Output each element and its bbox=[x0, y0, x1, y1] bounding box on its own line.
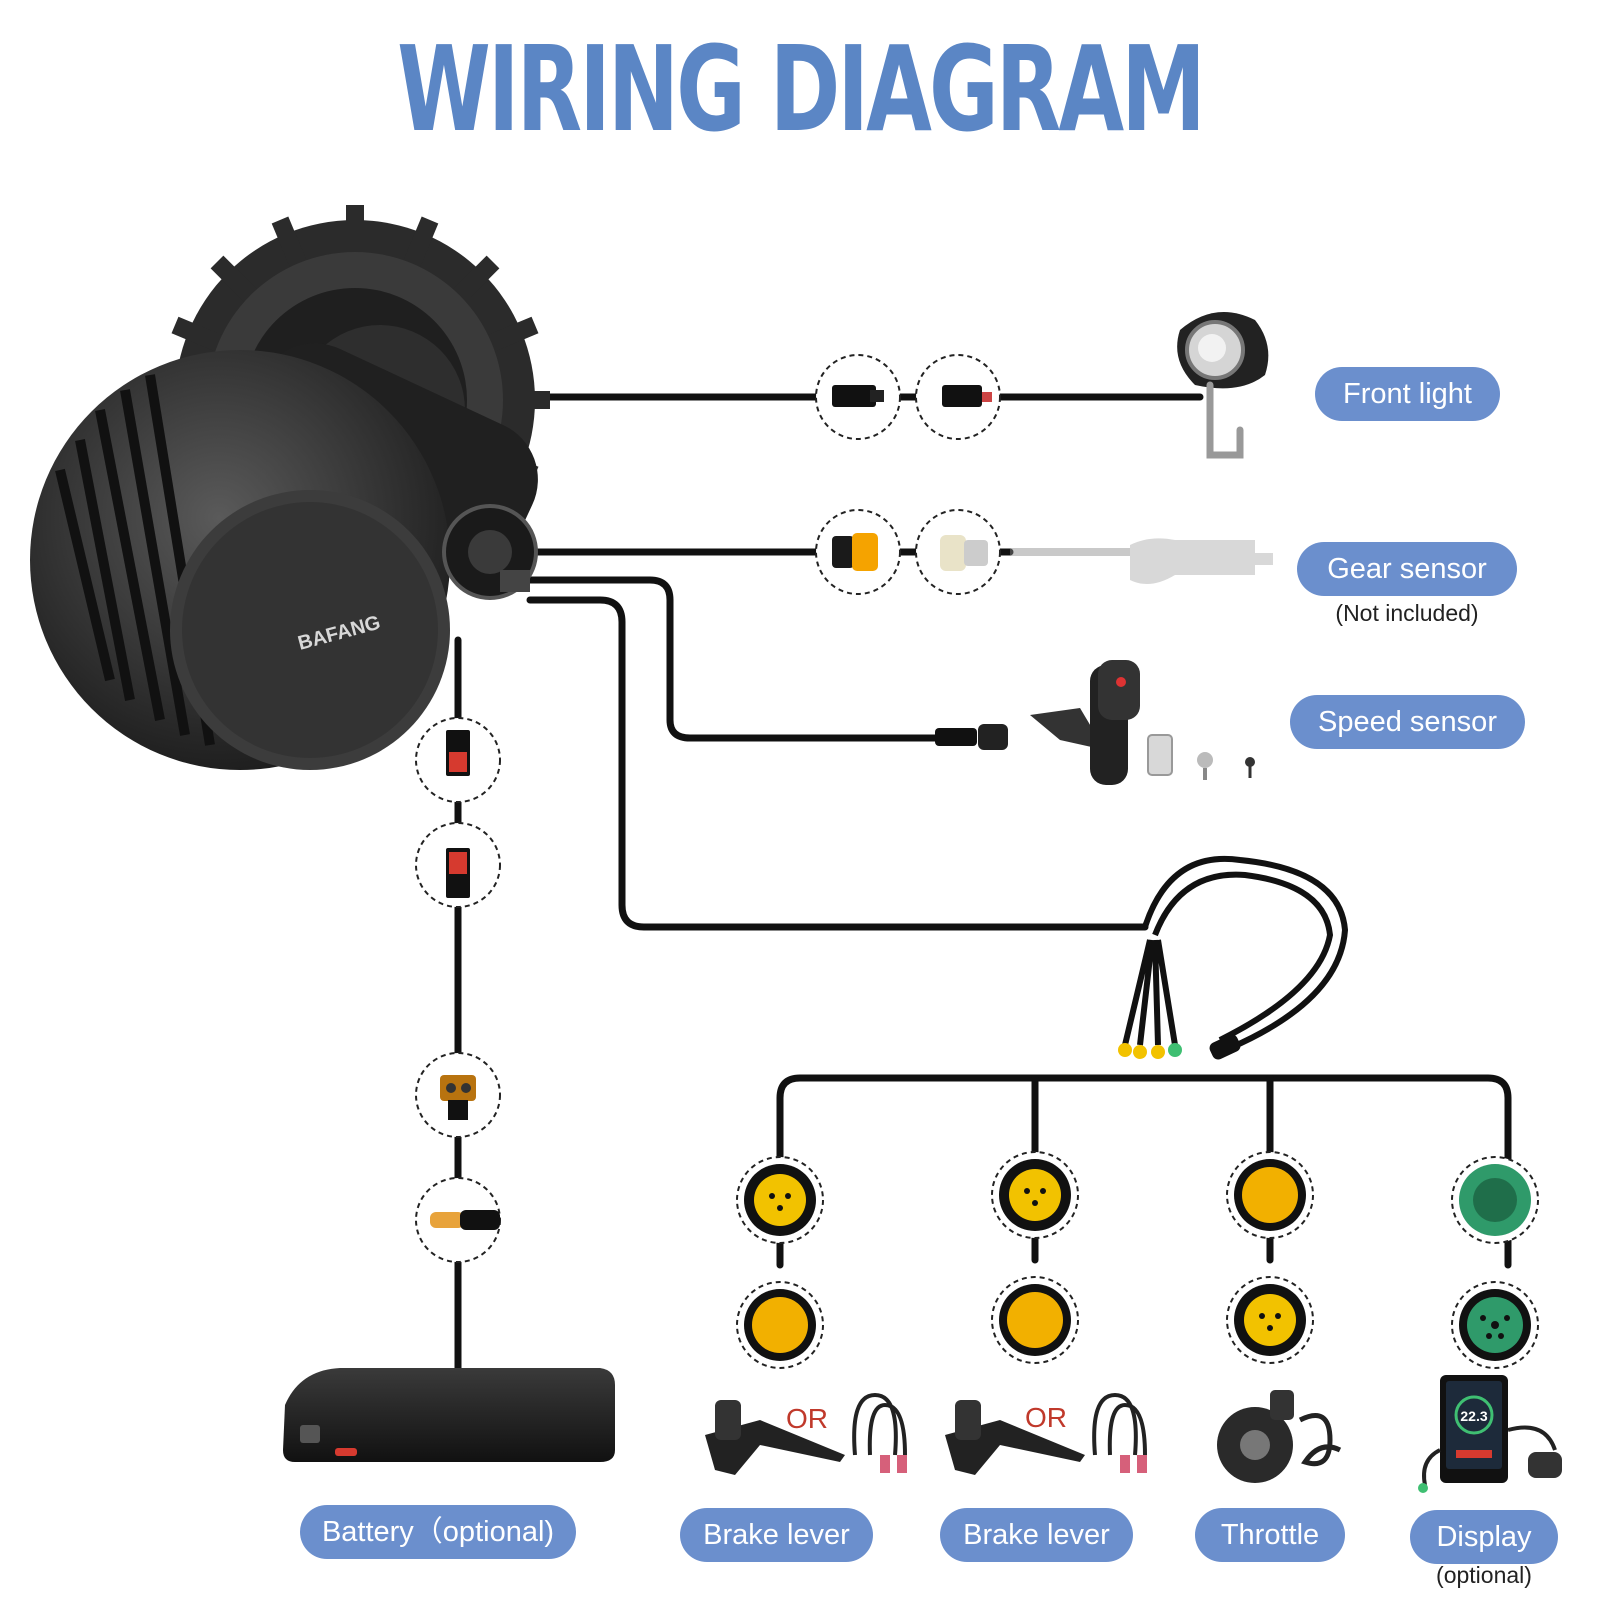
label-brake-lever-1: Brake lever bbox=[680, 1508, 873, 1562]
label-battery: Battery（optional) bbox=[300, 1505, 576, 1559]
wires bbox=[454, 393, 1512, 1372]
label-speed-sensor: Speed sensor bbox=[1290, 695, 1525, 749]
display-icon: 22.3 bbox=[1418, 1375, 1562, 1493]
speed-sensor-icon bbox=[935, 660, 1255, 785]
front-light-icon bbox=[1177, 312, 1269, 459]
front-light-connectors bbox=[815, 354, 1001, 440]
or-label-2: OR bbox=[1025, 1402, 1067, 1433]
brake-sensor-cable-icon-2 bbox=[1092, 1392, 1147, 1473]
display-note: (optional) bbox=[1436, 1562, 1532, 1588]
motor: BAFANG bbox=[30, 205, 550, 770]
battery-icon bbox=[283, 1368, 615, 1462]
harness-connectors bbox=[1118, 1034, 1241, 1060]
label-display: Display bbox=[1410, 1510, 1558, 1564]
brake-sensor-cable-icon-1 bbox=[852, 1392, 907, 1473]
wire-speed-sensor bbox=[526, 576, 939, 742]
bus-connectors bbox=[736, 1151, 1539, 1369]
battery-connectors bbox=[415, 717, 501, 1263]
throttle-icon bbox=[1217, 1390, 1342, 1483]
label-brake-lever-2: Brake lever bbox=[940, 1508, 1133, 1562]
gear-sensor-icon bbox=[1010, 538, 1273, 584]
wire-bus bbox=[776, 1074, 1512, 1269]
page-title: WIRING DIAGRAM bbox=[397, 20, 1206, 158]
wire-harness bbox=[526, 596, 1149, 931]
harness-cable-icon bbox=[1122, 855, 1349, 1051]
brake-lever-icon-2 bbox=[945, 1400, 1085, 1475]
label-throttle: Throttle bbox=[1195, 1508, 1345, 1562]
brake-lever-icon-1 bbox=[705, 1400, 845, 1475]
label-gear-sensor: Gear sensor bbox=[1297, 542, 1517, 596]
or-label-1: OR bbox=[786, 1403, 828, 1434]
display-screen-reading: 22.3 bbox=[1460, 1408, 1487, 1424]
gear-sensor-note: (Not included) bbox=[1335, 600, 1479, 626]
gear-sensor-connectors bbox=[815, 509, 1001, 595]
label-front-light: Front light bbox=[1315, 367, 1500, 421]
